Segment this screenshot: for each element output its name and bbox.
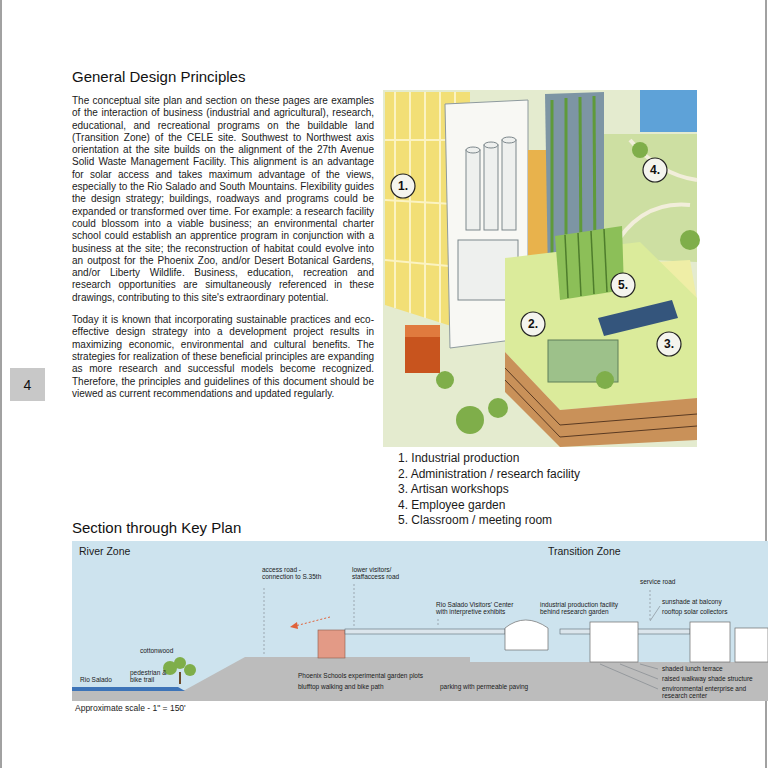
callout-number: 5.: [618, 278, 628, 292]
key-item: 5. Classroom / meeting room: [398, 513, 552, 528]
key-item: 2. Administration / research facility: [398, 467, 580, 482]
section-annotation: rooftop solar collectors: [662, 608, 727, 615]
key-item: 3. Artisan workshops: [398, 482, 509, 497]
callout-circle: 4.: [642, 157, 668, 183]
section-annotation: shaded lunch terrace: [662, 665, 723, 672]
callout-circle: 3.: [656, 331, 682, 357]
key-item: 4. Employee garden: [398, 498, 505, 513]
scale-note: Approximate scale - 1" = 150': [75, 703, 186, 713]
zone-label: River Zone: [79, 545, 130, 558]
section-annotation: cottonwood: [140, 647, 173, 654]
circle-shape: [643, 158, 667, 182]
circle-shape: [391, 174, 415, 198]
section-annotation: parking with permeable paving: [440, 683, 528, 690]
section-annotation: environmental enterprise and research ce…: [662, 685, 758, 700]
page-title: General Design Principles: [72, 68, 245, 86]
circle-shape: [521, 312, 545, 336]
callout-number: 3.: [664, 337, 674, 351]
zone-label: Transition Zone: [548, 545, 621, 558]
box-shape: [10, 368, 45, 401]
section-annotation: lower visitors/ staffaccess road: [352, 566, 408, 581]
section-heading: Section through Key Plan: [72, 519, 241, 537]
section-annotation: Rio Salado: [80, 676, 112, 683]
body-paragraph: Today it is known that incorporating sus…: [72, 314, 374, 400]
circle-shape: [611, 273, 635, 297]
section-annotation: pedestrian & bike trail: [130, 669, 174, 684]
section-annotation: service road: [640, 578, 675, 585]
section-annotation: sunshade at balcony: [662, 598, 722, 605]
section-annotation: industrial production facility behind re…: [540, 601, 628, 616]
section-annotation: access road - connection to S.35th: [262, 566, 326, 581]
key-item: 1. Industrial production: [398, 451, 519, 466]
section-annotation: Phoenix Schools experimental garden plot…: [298, 672, 423, 679]
section-annotation: raised walkway shade structure: [662, 675, 753, 682]
callout-circle: 2.: [520, 311, 546, 337]
callout-number: 1.: [398, 179, 408, 193]
body-paragraph: The conceptual site plan and section on …: [72, 95, 374, 304]
callout-number: 2.: [528, 317, 538, 331]
page-number: 4: [24, 377, 32, 393]
section-annotation: Rio Salado Visitors' Center with interpr…: [436, 601, 516, 616]
page-number-box: 4: [10, 368, 45, 401]
circle-shape: [657, 332, 681, 356]
callout-number: 4.: [650, 163, 660, 177]
callout-circle: 1.: [390, 173, 416, 199]
callout-circle: 5.: [610, 272, 636, 298]
section-annotation: blufftop walking and bike path: [298, 683, 384, 690]
